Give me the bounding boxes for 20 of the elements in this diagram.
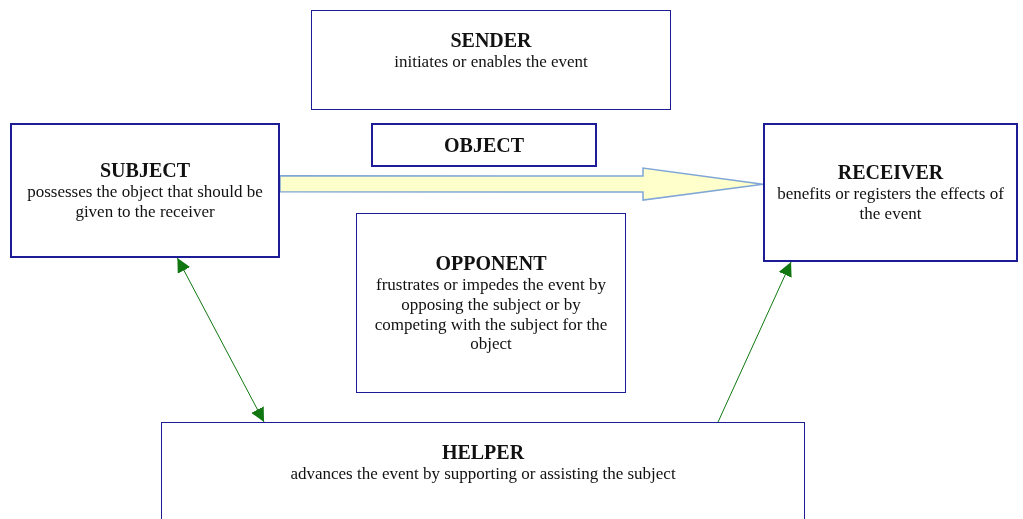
box-heading: SENDER (450, 29, 532, 52)
box-heading: RECEIVER (837, 161, 944, 185)
box-description: advances the event by supporting or assisting the subject (290, 464, 676, 484)
arrow (717, 261, 792, 423)
text-box (161, 422, 805, 519)
box-description: possesses the object that should be given to the receiver (26, 182, 264, 222)
text-box (371, 123, 597, 167)
box-heading: OPPONENT (435, 252, 547, 276)
text-box (763, 123, 1018, 262)
block-arrow (279, 167, 764, 201)
box-heading: SUBJECT (100, 159, 190, 183)
box-description: benefits or registers the effects of the event (776, 184, 1005, 224)
text-box (10, 123, 280, 258)
box-description: frustrates or impedes the event by opposing the subject or by competing with the subject for the object (373, 275, 609, 354)
box-description: initiates or enables the event (394, 52, 588, 72)
arrow (176, 257, 265, 423)
box-heading: OBJECT (444, 133, 524, 157)
box-heading: HELPER (441, 441, 525, 464)
text-box (356, 213, 626, 393)
text-box (311, 10, 671, 110)
